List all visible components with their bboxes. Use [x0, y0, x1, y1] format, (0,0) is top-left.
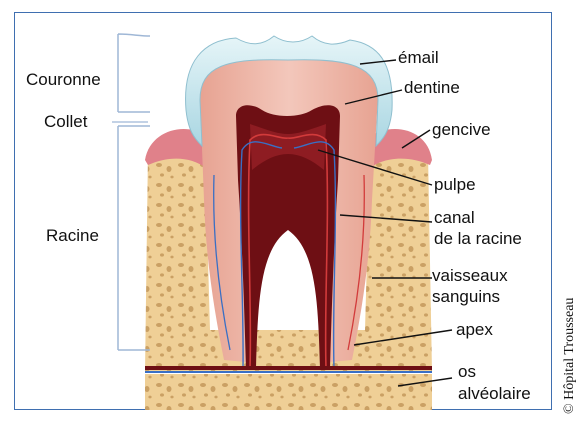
- pulp: [236, 105, 340, 368]
- label-dentine: dentine: [404, 78, 460, 97]
- leader-apex: [353, 329, 453, 346]
- label-canal-1: canal: [434, 208, 475, 227]
- bracket-couronne: [117, 33, 151, 113]
- vessel-base-red: [145, 366, 432, 370]
- label-email: émail: [398, 48, 439, 67]
- vessel-red-left: [247, 133, 289, 369]
- vessel-blue-left: [239, 141, 283, 369]
- bracket-racine: [117, 125, 150, 351]
- label-os-1: os: [458, 362, 476, 381]
- tooth-enamel: [185, 35, 393, 148]
- leader-os: [397, 377, 453, 387]
- label-vaisseaux-1: vaisseaux: [432, 266, 508, 285]
- label-os-2: alvéolaire: [458, 384, 531, 403]
- vessel-periodontal-right: [347, 174, 365, 351]
- vessel-periodontal-left: [213, 174, 231, 351]
- label-gencive: gencive: [432, 120, 491, 139]
- vessel-red-right: [287, 133, 329, 369]
- vessel-blue-right: [293, 141, 337, 369]
- leader-pulpe: [317, 149, 433, 186]
- leader-canal: [339, 214, 433, 223]
- gum-left: [145, 128, 212, 168]
- label-couronne: Couronne: [26, 70, 101, 89]
- label-canal-2: de la racine: [434, 229, 522, 248]
- leader-dentine: [344, 89, 403, 105]
- bone-lower-band: [145, 374, 432, 410]
- label-vaisseaux-2: sanguins: [432, 287, 501, 306]
- alveolar-bone: [145, 141, 432, 372]
- label-pulpe: pulpe: [434, 175, 476, 194]
- leader-gencive: [401, 129, 431, 149]
- copyright-notice: © Hôpital Trousseau: [562, 297, 577, 414]
- label-apex: apex: [456, 320, 493, 339]
- leader-email: [359, 59, 397, 65]
- label-racine: Racine: [46, 226, 99, 245]
- label-collet: Collet: [44, 112, 88, 131]
- vessel-base-blue: [145, 371, 432, 373]
